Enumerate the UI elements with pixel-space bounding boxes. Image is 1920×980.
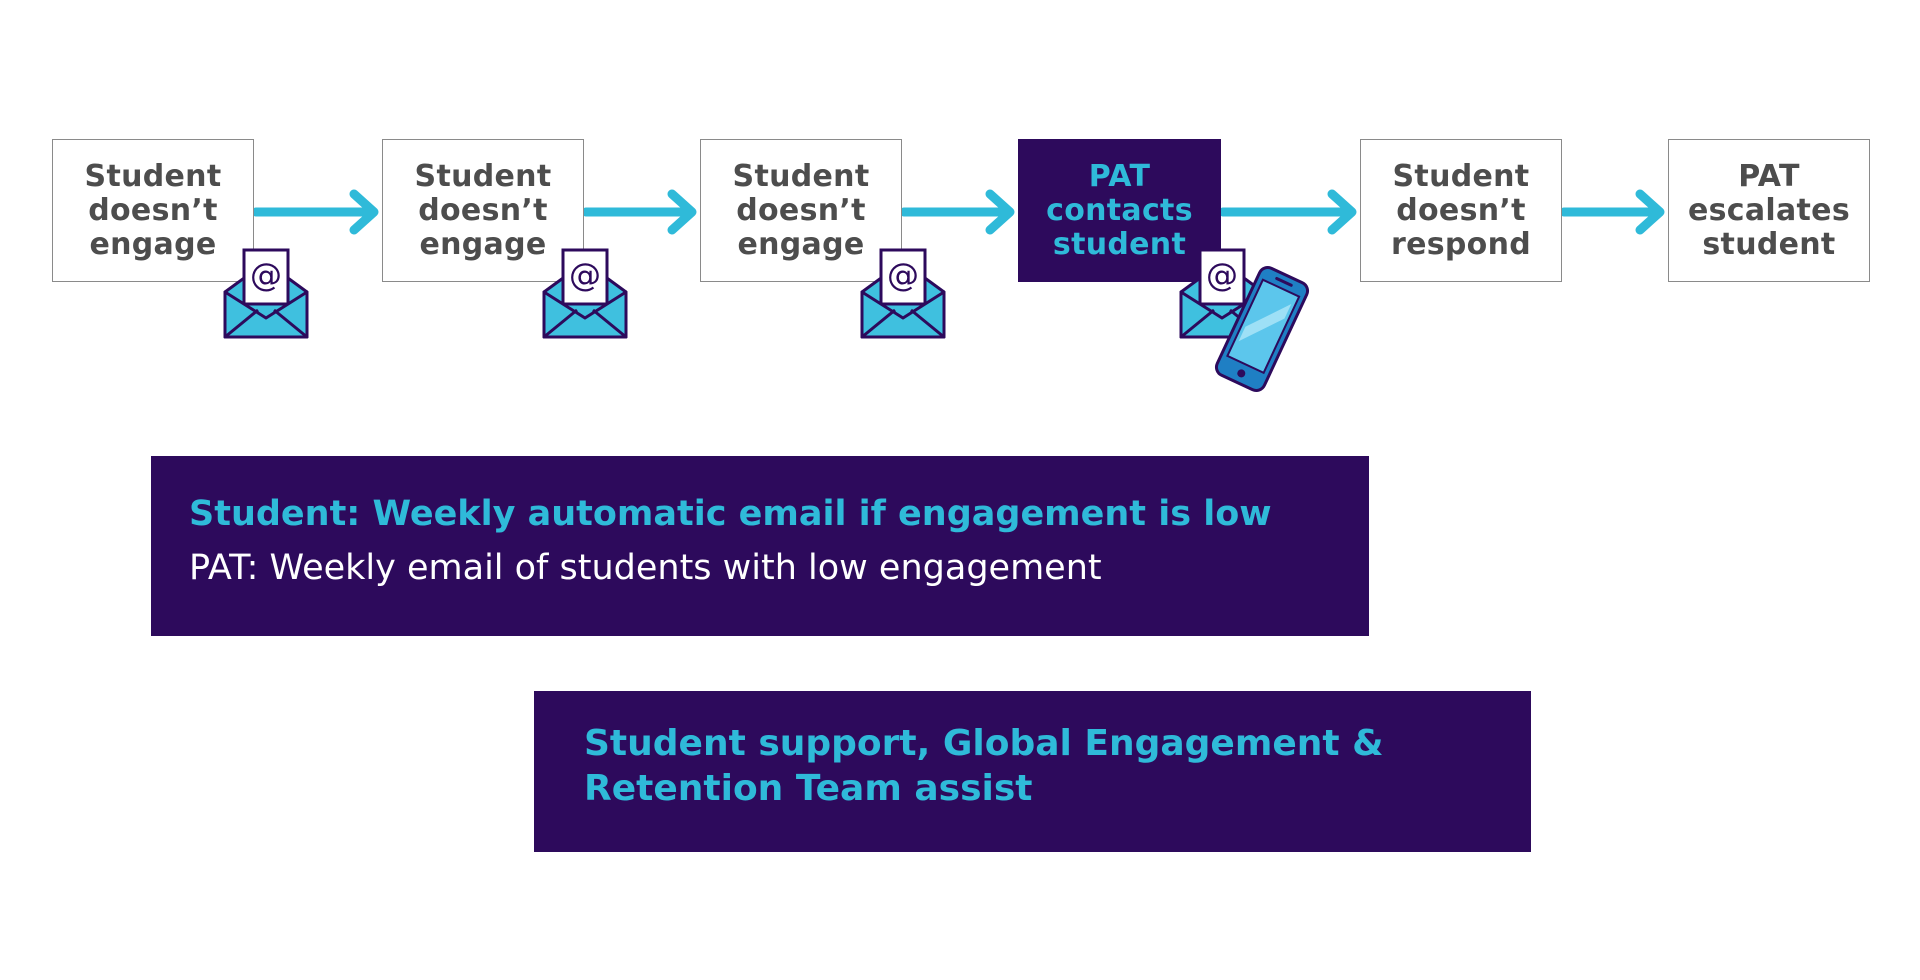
email-envelope-icon: @ — [860, 248, 946, 339]
notification-panel: Student: Weekly automatic email if engag… — [151, 456, 1369, 636]
email-envelope-icon: @ — [542, 248, 628, 339]
support-text: Student support, Global Engagement & Ret… — [584, 723, 1384, 809]
at-symbol: @ — [569, 256, 601, 294]
step-pat-contacts-student: PAT contacts student — [1018, 139, 1221, 282]
step-student-doesnt-engage-2: Student doesn’t engage — [382, 139, 584, 282]
arrow-icon — [1562, 189, 1665, 235]
student-notification-text: Student: Weekly automatic email if engag… — [189, 494, 1272, 534]
arrow-icon — [584, 189, 697, 235]
email-envelope-icon: @ — [223, 248, 309, 339]
step-label: PAT escalates student — [1687, 158, 1850, 262]
step-student-doesnt-engage-3: Student doesn’t engage — [700, 139, 902, 282]
arrow-icon — [902, 189, 1015, 235]
mobile-phone-icon — [1214, 266, 1310, 392]
support-panel: Student support, Global Engagement & Ret… — [534, 691, 1531, 852]
step-label: Student doesn’t engage — [732, 158, 870, 262]
step-label: Student doesn’t respond — [1390, 158, 1531, 262]
at-symbol: @ — [250, 256, 282, 294]
step-student-doesnt-respond: Student doesn’t respond — [1360, 139, 1562, 282]
arrow-icon — [1221, 189, 1357, 235]
step-student-doesnt-engage-1: Student doesn’t engage — [52, 139, 254, 282]
at-symbol: @ — [1206, 256, 1238, 294]
step-label: Student doesn’t engage — [414, 158, 552, 262]
step-label: Student doesn’t engage — [84, 158, 222, 262]
step-pat-escalates-student: PAT escalates student — [1668, 139, 1870, 282]
step-label: PAT contacts student — [1046, 158, 1193, 262]
pat-notification-text: PAT: Weekly email of students with low e… — [189, 548, 1102, 588]
at-symbol: @ — [887, 256, 919, 294]
arrow-icon — [254, 189, 379, 235]
